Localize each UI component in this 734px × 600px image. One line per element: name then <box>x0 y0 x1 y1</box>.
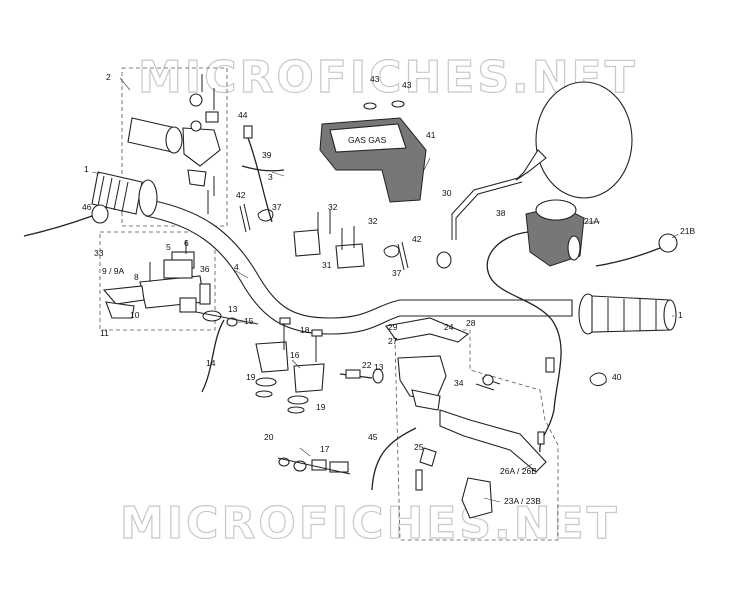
clutch-cable <box>371 427 417 491</box>
callout-18: 18 <box>300 325 310 335</box>
brake-master-cylinder <box>102 240 211 319</box>
callout-34: 34 <box>454 378 464 388</box>
callout-15: 15 <box>244 316 254 326</box>
clutch-perch-lever <box>339 317 547 519</box>
group-box-brake-master <box>99 231 216 331</box>
group-box-throttle <box>121 67 228 227</box>
right-grip <box>578 293 677 335</box>
small-clips <box>239 100 607 386</box>
brake-hose <box>195 310 259 393</box>
callout-20: 20 <box>264 432 274 442</box>
callout-43-left: 43 <box>370 74 380 84</box>
kill-switch-left <box>23 204 109 237</box>
cover-brand-text: GAS GAS <box>348 135 387 145</box>
callout-22: 22 <box>362 360 372 370</box>
callout-44: 44 <box>238 110 248 120</box>
callout-1-left: 1 <box>84 164 89 174</box>
callout-36: 36 <box>200 264 210 274</box>
callout-10: 10 <box>130 310 140 320</box>
callout-19-right: 19 <box>316 402 326 412</box>
callout-6: 6 <box>184 238 189 248</box>
left-grip <box>91 171 158 217</box>
callout-8: 8 <box>134 272 139 282</box>
callout-16: 16 <box>290 350 300 360</box>
watermark-top: MICROFICHES.NET <box>138 52 638 103</box>
callout-23: 23A / 23B <box>504 496 541 506</box>
callout-21a: 21A <box>584 216 599 226</box>
throttle-assembly <box>127 74 221 214</box>
callout-3: 3 <box>268 172 273 182</box>
callout-39: 39 <box>262 150 272 160</box>
watermark-bottom: MICROFICHES.NET <box>120 498 620 549</box>
callout-37-right: 37 <box>392 268 402 278</box>
mirror <box>436 81 633 269</box>
callout-43-right: 43 <box>402 80 412 90</box>
callout-37-left: 37 <box>272 202 282 212</box>
handlebar-clamps-lower <box>255 317 325 414</box>
callout-19-left: 19 <box>246 372 256 382</box>
callout-38: 38 <box>496 208 506 218</box>
callout-1-right: 1 <box>678 310 683 320</box>
callout-27: 27 <box>388 336 398 346</box>
callout-13-right: 13 <box>374 362 384 372</box>
right-switch-housing <box>486 199 585 453</box>
callout-31: 31 <box>322 260 332 270</box>
callout-33: 33 <box>94 248 104 258</box>
callout-4: 4 <box>234 262 239 272</box>
callout-46: 46 <box>82 202 92 212</box>
handlebar <box>145 199 573 335</box>
callout-11: 11 <box>100 328 109 338</box>
callout-13-left: 13 <box>228 304 238 314</box>
callout-9: 9 / 9A <box>102 266 125 276</box>
callout-28: 28 <box>466 318 476 328</box>
callout-32-right: 32 <box>368 216 378 226</box>
callout-41: 41 <box>426 130 436 140</box>
callout-2: 2 <box>106 72 111 82</box>
handlebar-cover: GAS GAS <box>319 117 427 203</box>
part-callouts: 1 1 2 3 4 5 6 8 9 / 9A 10 11 13 13 14 15… <box>82 72 695 506</box>
callout-45: 45 <box>368 432 378 442</box>
callout-42-right: 42 <box>412 234 422 244</box>
callout-5: 5 <box>166 242 171 252</box>
throttle-cables <box>241 125 285 223</box>
callout-25: 25 <box>414 442 424 452</box>
callout-32-left: 32 <box>328 202 338 212</box>
callout-21b: 21B <box>680 226 695 236</box>
callout-42-left: 42 <box>236 190 246 200</box>
pivot-pin-set <box>277 457 351 475</box>
callout-40: 40 <box>612 372 622 382</box>
callout-17: 17 <box>320 444 330 454</box>
callout-30: 30 <box>442 188 452 198</box>
callout-24: 24 <box>444 322 454 332</box>
kill-switch-right <box>595 233 678 267</box>
callout-14: 14 <box>206 358 216 368</box>
upper-clamps <box>293 210 365 269</box>
leader-lines <box>91 77 679 503</box>
callout-26: 26A / 26B <box>500 466 537 476</box>
callout-29: 29 <box>388 322 398 332</box>
